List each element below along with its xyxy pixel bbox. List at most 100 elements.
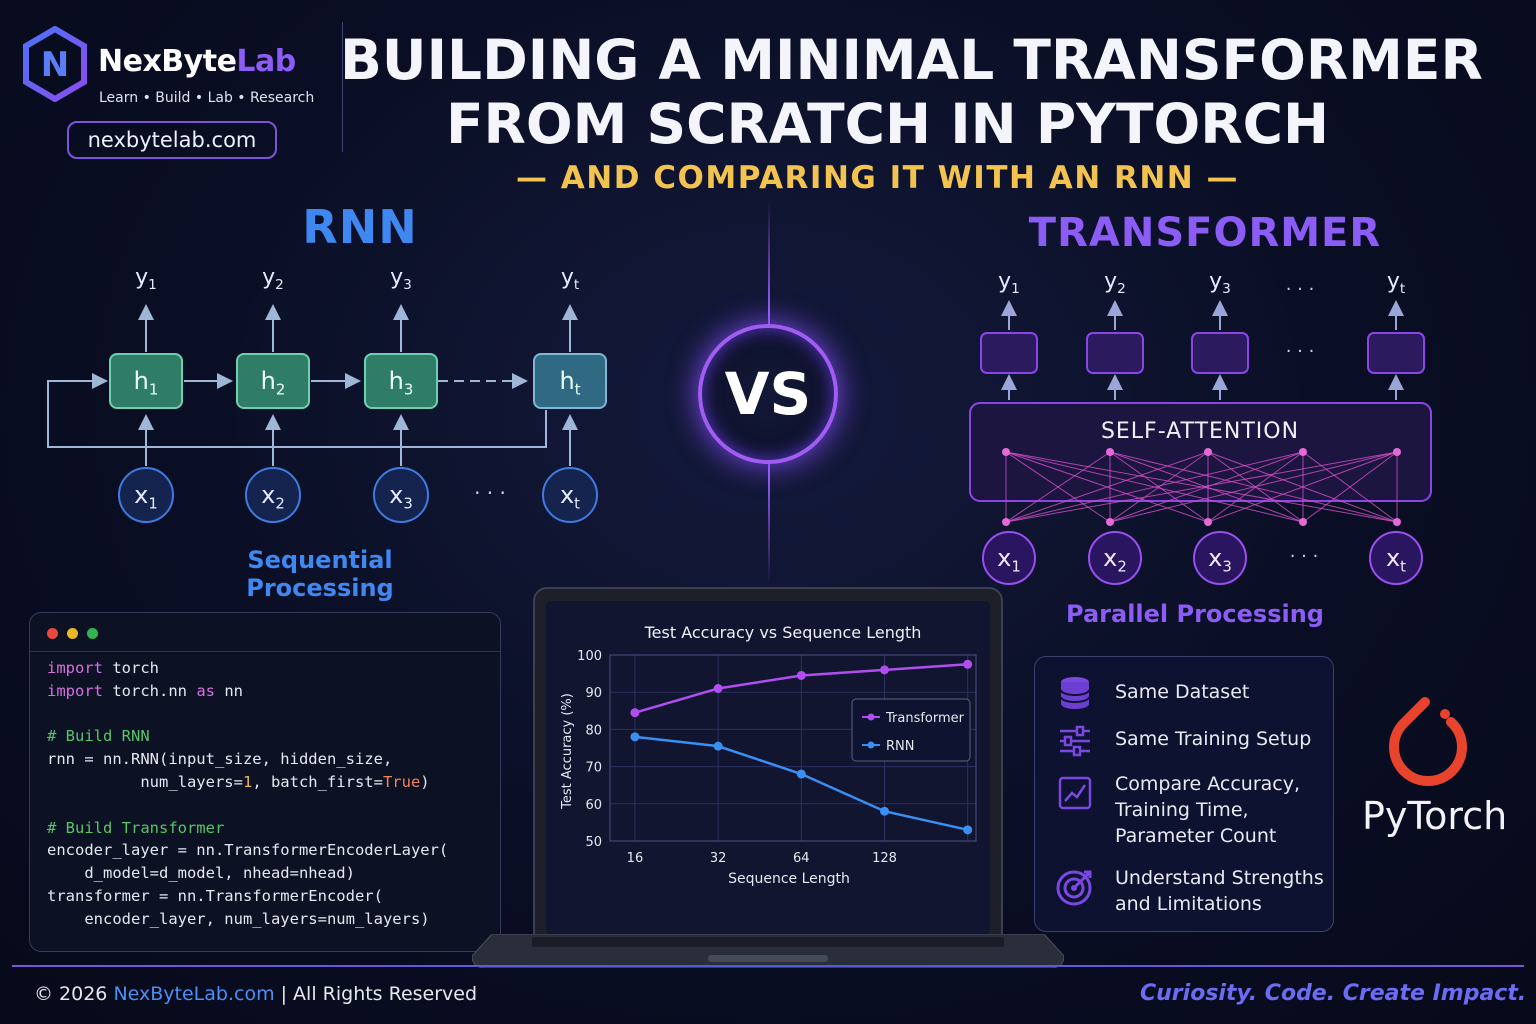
attention-node-top-3 [1204, 448, 1212, 456]
feature-list: Same Dataset Same Training Setup Compare… [1034, 656, 1334, 932]
laptop-base [472, 934, 1064, 968]
transformer-caption: Parallel Processing [1066, 600, 1324, 628]
rnn-hidden-label-2: h2 [261, 367, 286, 398]
target-icon [1056, 870, 1092, 906]
chart-ytick-label-3: 80 [585, 723, 602, 738]
rnn-output-label-1: y1 [135, 265, 157, 293]
feature-understand: Understand Strengths and Limitations [1115, 867, 1324, 915]
brand-logo-letter: N [41, 45, 69, 85]
attention-link-3-0 [1005, 451, 1304, 523]
attention-link-1-0 [1005, 451, 1111, 523]
pytorch-wordmark: PyTorch [1362, 794, 1508, 838]
rnn-hidden-node-1 [109, 353, 183, 409]
vs-badge: VS [698, 324, 838, 464]
chart-ytick-label-1: 60 [585, 798, 602, 813]
attention-link-2-1 [1109, 451, 1209, 523]
transformer-input-node-4 [1369, 531, 1423, 585]
chart-point-rnn-1 [713, 741, 723, 751]
chart-xtick-label-1: 32 [710, 851, 727, 866]
rnn-input-label-2: x2 [261, 481, 285, 512]
chart-ytick-label-4: 90 [585, 686, 602, 701]
rnn-hidden-label-1: h1 [134, 367, 159, 398]
attention-link-3-1 [1109, 451, 1304, 523]
transformer-input-label-4: xt [1386, 544, 1406, 575]
brand-logo-icon: N [23, 26, 87, 102]
page-subtitle: — AND COMPARING IT WITH AN RNN — [515, 160, 1240, 196]
rnn-input-label-1: x1 [134, 481, 158, 512]
chart-legend-box [851, 698, 971, 762]
transformer-block-ellipsis: · · · [1286, 341, 1315, 362]
pytorch-flame-icon [1389, 697, 1467, 787]
rnn-recurrent-loop [47, 373, 547, 448]
attention-node-top-2 [1106, 448, 1114, 456]
feature-same-dataset: Same Dataset [1115, 681, 1250, 703]
chart-ytick-label-0: 50 [585, 835, 602, 850]
chart-xlabel: Sequence Length [728, 871, 850, 887]
code-body: import torch import torch.nn as nn # Bui… [47, 659, 449, 928]
attention-link-4-1 [1109, 451, 1398, 523]
chart-plot-frame [609, 654, 977, 842]
attention-node-top-4 [1299, 448, 1307, 456]
chart-point-rnn-0 [630, 732, 640, 742]
code-panel: import torch import torch.nn as nn # Bui… [29, 612, 501, 952]
site-link[interactable]: nexbytelab.com [67, 121, 277, 159]
window-close-dot[interactable] [47, 628, 58, 639]
rnn-heading: RNN [302, 200, 418, 254]
feature-same-training: Same Training Setup [1115, 728, 1312, 750]
transformer-output-label-3: y3 [1209, 269, 1231, 297]
transformer-input-ellipsis: · · · [1290, 546, 1319, 567]
attention-node-bottom-3 [1204, 518, 1212, 526]
brand-name-main: NexByte [98, 44, 237, 79]
rnn-hidden-node-3 [364, 353, 438, 409]
transformer-input-label-1: x1 [997, 544, 1021, 575]
self-attention-label: SELF-ATTENTION [1101, 419, 1299, 444]
rnn-input-node-4 [542, 467, 598, 523]
attention-node-top-1 [1002, 448, 1010, 456]
transformer-input-node-1 [982, 531, 1036, 585]
transformer-output-label-4: yt [1387, 269, 1406, 297]
attention-node-bottom-4 [1299, 518, 1307, 526]
attention-node-bottom-1 [1002, 518, 1010, 526]
brand-tagline: Learn • Build • Lab • Research [99, 90, 315, 106]
rnn-input-label-4: xt [560, 481, 580, 512]
chart-point-rnn-4 [963, 825, 973, 835]
attention-link-4-2 [1207, 451, 1398, 523]
database-icon [1060, 677, 1090, 709]
chart-point-rnn-2 [796, 769, 806, 779]
attention-node-bottom-5 [1393, 518, 1401, 526]
window-maximize-dot[interactable] [87, 628, 98, 639]
chart-legend-marker-transformer [867, 713, 875, 721]
chart-xtick-label-0: 16 [627, 851, 644, 866]
footer-site-link[interactable]: NexByteLab.com [113, 983, 275, 1005]
rnn-input-node-2 [245, 467, 301, 523]
attention-link-4-0 [1005, 451, 1398, 523]
chart-legend-label-transformer: Transformer [885, 711, 965, 726]
rnn-hidden-node-2 [236, 353, 310, 409]
rnn-hidden-label-4: ht [559, 367, 580, 398]
chart-point-transformer-4 [963, 659, 973, 669]
header-divider [342, 22, 343, 152]
accuracy-chart: Test Accuracy vs Sequence Length 5060708… [560, 623, 977, 887]
rnn-output-label-4: yt [561, 265, 580, 293]
sliders-icon [1060, 725, 1090, 757]
code-window-titlebar [30, 613, 500, 652]
chart-point-transformer-1 [713, 683, 723, 693]
attention-node-bottom-2 [1106, 518, 1114, 526]
line-chart-icon [1058, 776, 1092, 810]
chart-xtick-label-2: 64 [793, 851, 810, 866]
transformer-output-label-2: y2 [1104, 269, 1126, 297]
chart-point-transformer-3 [880, 665, 889, 675]
transformer-input-label-2: x2 [1103, 544, 1127, 575]
page-title-line1: BUILDING A MINIMAL TRANSFORMER [340, 28, 1483, 92]
chart-ytick-label-5: 100 [577, 649, 602, 664]
transformer-output-block-4 [1367, 332, 1425, 374]
window-minimize-dot[interactable] [67, 628, 78, 639]
page-title-line2: FROM SCRATCH IN PYTORCH [445, 92, 1330, 156]
chart-xtick-label-3: 128 [872, 851, 897, 866]
brand-name-accent: Lab [236, 44, 296, 79]
rnn-hidden-node-4 [533, 353, 607, 409]
transformer-input-node-3 [1193, 531, 1247, 585]
rnn-caption: Sequential Processing [246, 546, 394, 602]
